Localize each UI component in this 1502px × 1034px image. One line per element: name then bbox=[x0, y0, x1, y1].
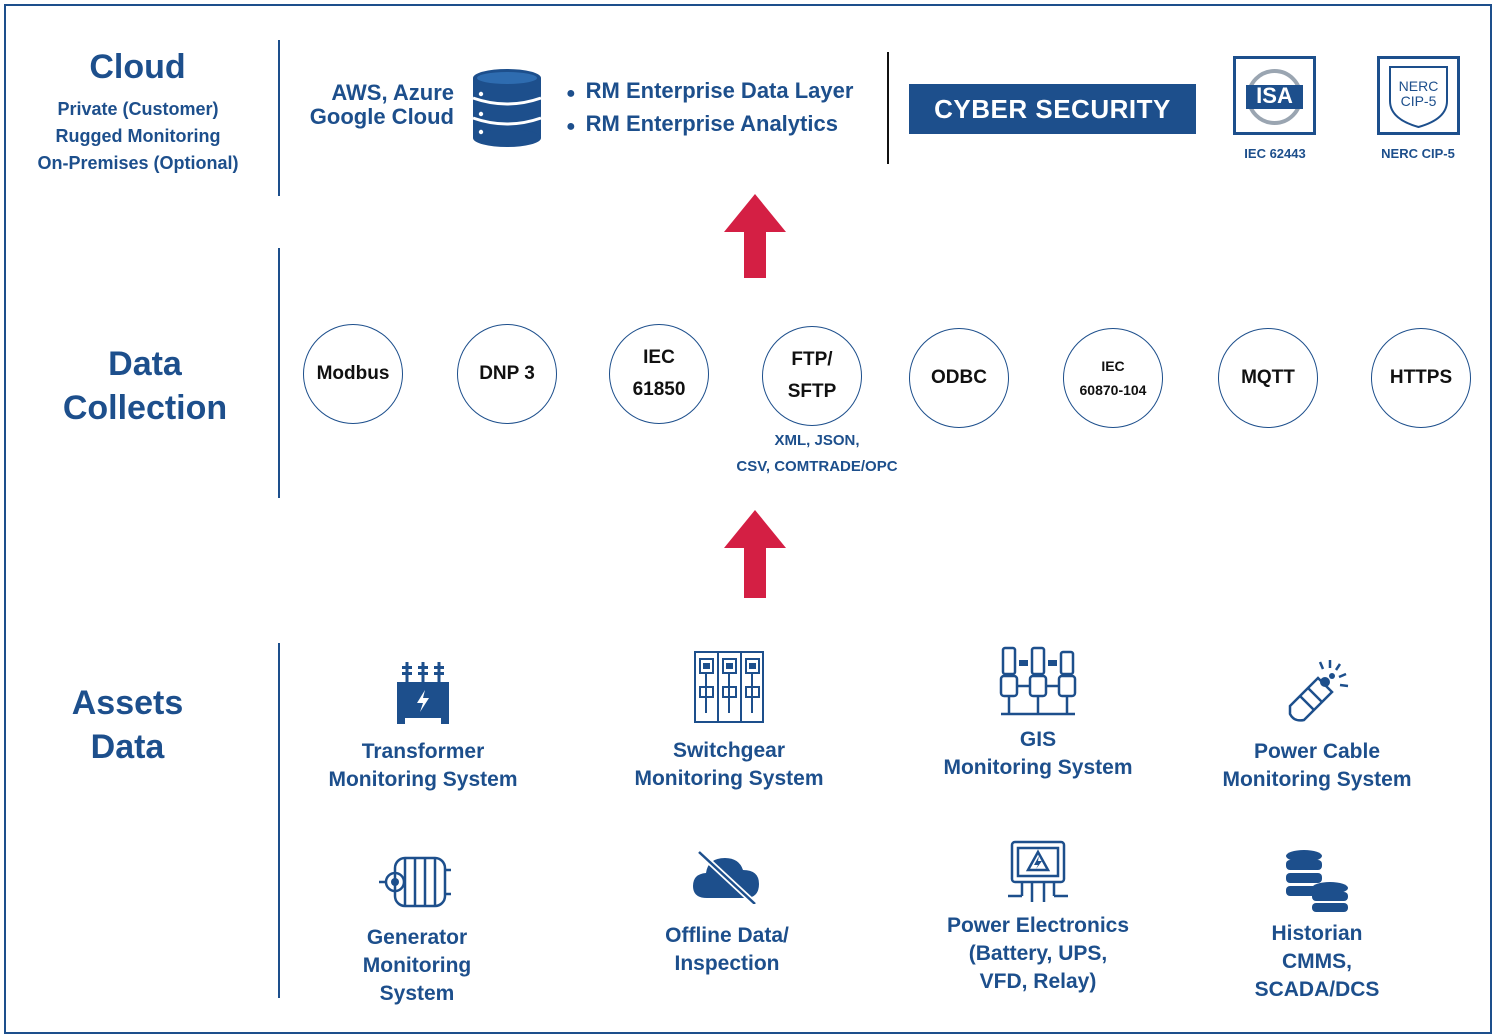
asset-label: Generator bbox=[366, 926, 468, 949]
bullet-dot: ● bbox=[566, 118, 576, 135]
protocol-label: FTP/ bbox=[791, 349, 833, 370]
asset-label: Power Electronics bbox=[946, 914, 1130, 937]
protocol-https: HTTPS bbox=[1371, 328, 1471, 428]
data-collection-title: Data Collection bbox=[40, 342, 250, 430]
isa-logo: ISA bbox=[1233, 56, 1316, 135]
assets-title-2: Data bbox=[90, 728, 165, 766]
cloud-inner-divider bbox=[887, 52, 889, 164]
protocol-label-2: 60870-104 bbox=[1079, 382, 1147, 398]
protocol-modbus: Modbus bbox=[303, 324, 403, 424]
database-stack-icon bbox=[472, 69, 542, 147]
protocol-label: DNP 3 bbox=[479, 363, 535, 384]
asset-label-3: VFD, Relay) bbox=[979, 970, 1097, 993]
provider-line-1: AWS, Azure bbox=[331, 80, 454, 105]
asset-power-electronics: Power Electronics (Battery, UPS, VFD, Re… bbox=[908, 840, 1168, 996]
gis-icon bbox=[999, 646, 1077, 716]
cloud-title: Cloud bbox=[89, 48, 186, 86]
asset-label: Transformer bbox=[361, 740, 485, 763]
cloud-providers: AWS, Azure Google Cloud bbox=[290, 81, 454, 129]
asset-label-2: Monitoring System bbox=[943, 756, 1133, 779]
protocol-iec-61850: IEC 61850 bbox=[609, 324, 709, 424]
data-collection-title-2: Collection bbox=[62, 389, 228, 427]
cloud-subtitle: Private (Customer) Rugged Monitoring On-… bbox=[18, 96, 258, 177]
bullet-data-layer-text: RM Enterprise Data Layer bbox=[585, 78, 854, 103]
isa-caption: IEC 62443 bbox=[1244, 146, 1306, 161]
nerc-caption: NERC CIP-5 bbox=[1381, 146, 1455, 161]
asset-label: Switchgear bbox=[672, 739, 786, 762]
power-cable-icon bbox=[1288, 660, 1349, 722]
asset-label-2: (Battery, UPS, bbox=[968, 942, 1108, 965]
asset-label-3: System bbox=[379, 982, 455, 1005]
asset-label-2: Monitoring System bbox=[328, 768, 518, 791]
assets-title-1: Assets bbox=[71, 684, 184, 722]
data-formats: XML, JSON, CSV, COMTRADE/OPC bbox=[697, 428, 937, 480]
isa-logo-text: ISA bbox=[1256, 83, 1293, 108]
provider-line-2: Google Cloud bbox=[309, 104, 454, 129]
asset-label-2: Monitoring System bbox=[1222, 768, 1412, 791]
bullet-dot: ● bbox=[566, 85, 576, 102]
protocol-label: HTTPS bbox=[1389, 367, 1453, 388]
isa-logo-icon bbox=[1246, 69, 1303, 125]
asset-generator: Generator Monitoring System bbox=[287, 852, 547, 1008]
cyber-security-badge: CYBER SECURITY bbox=[909, 84, 1196, 134]
protocol-label-2: SFTP bbox=[787, 381, 837, 402]
transformer-icon bbox=[397, 662, 449, 724]
assets-divider bbox=[278, 643, 280, 998]
assets-title: Assets Data bbox=[30, 681, 225, 769]
asset-label-2: Monitoring bbox=[362, 954, 472, 977]
asset-power-cable: Power Cable Monitoring System bbox=[1187, 656, 1447, 794]
asset-label: Offline Data/ bbox=[665, 924, 789, 947]
asset-label-2: Monitoring System bbox=[634, 767, 824, 790]
formats-line-2: CSV, COMTRADE/OPC bbox=[736, 458, 898, 475]
protocol-ftp-sftp: FTP/ SFTP bbox=[762, 326, 862, 426]
bullet-analytics: ● RM Enterprise Analytics bbox=[566, 109, 853, 142]
cloud-bullets: ● RM Enterprise Data Layer ● RM Enterprise… bbox=[566, 76, 853, 142]
nerc-logo-line-2: CIP-5 bbox=[1400, 93, 1437, 109]
asset-gis: GIS Monitoring System bbox=[908, 646, 1168, 782]
power-electronics-icon bbox=[1008, 840, 1068, 902]
cloud-sub-rugged: Rugged Monitoring bbox=[55, 126, 221, 146]
bullet-data-layer: ● RM Enterprise Data Layer bbox=[566, 76, 853, 109]
data-collection-divider bbox=[278, 248, 280, 498]
protocol-label: IEC bbox=[643, 347, 675, 368]
asset-transformer: Transformer Monitoring System bbox=[293, 660, 553, 794]
bullet-analytics-text: RM Enterprise Analytics bbox=[585, 111, 838, 136]
protocol-label: Modbus bbox=[316, 363, 390, 384]
protocol-label: ODBC bbox=[931, 367, 987, 388]
asset-label-3: SCADA/DCS bbox=[1254, 978, 1380, 1001]
cloud-sub-onprem: On-Premises (Optional) bbox=[37, 153, 239, 173]
data-collection-title-1: Data bbox=[108, 345, 182, 383]
protocol-odbc: ODBC bbox=[909, 328, 1009, 428]
protocol-dnp3: DNP 3 bbox=[457, 324, 557, 424]
asset-label: Historian bbox=[1271, 922, 1363, 945]
protocol-label-2: 61850 bbox=[632, 379, 686, 400]
asset-offline-data: Offline Data/ Inspection bbox=[597, 850, 857, 978]
cloud-sub-private: Private (Customer) bbox=[57, 99, 219, 119]
cloud-off-icon bbox=[693, 850, 759, 904]
nerc-logo-text: NERC CIP-5 bbox=[1380, 79, 1457, 109]
protocol-mqtt: MQTT bbox=[1218, 328, 1318, 428]
nerc-logo: NERC CIP-5 bbox=[1377, 56, 1460, 135]
asset-label: GIS bbox=[1019, 728, 1057, 751]
arrow-up-icon bbox=[724, 194, 786, 278]
asset-label: Power Cable bbox=[1253, 740, 1381, 763]
shield-icon bbox=[1389, 66, 1448, 129]
switchgear-icon bbox=[694, 651, 764, 723]
protocol-iec-60870-104: IEC 60870-104 bbox=[1063, 328, 1163, 428]
nerc-logo-line-1: NERC bbox=[1398, 78, 1439, 94]
asset-label-2: Inspection bbox=[674, 952, 780, 975]
database-icon bbox=[1286, 850, 1348, 912]
asset-label-2: CMMS, bbox=[1282, 950, 1352, 973]
formats-line-1: XML, JSON, bbox=[774, 432, 860, 449]
arrow-up-icon bbox=[724, 510, 786, 598]
generator-icon bbox=[379, 856, 451, 908]
cloud-divider bbox=[278, 40, 280, 196]
asset-historian: Historian CMMS, SCADA/DCS bbox=[1187, 848, 1447, 1004]
protocol-label: IEC bbox=[1101, 358, 1125, 374]
asset-switchgear: Switchgear Monitoring System bbox=[599, 651, 859, 793]
protocol-label: MQTT bbox=[1241, 367, 1295, 388]
